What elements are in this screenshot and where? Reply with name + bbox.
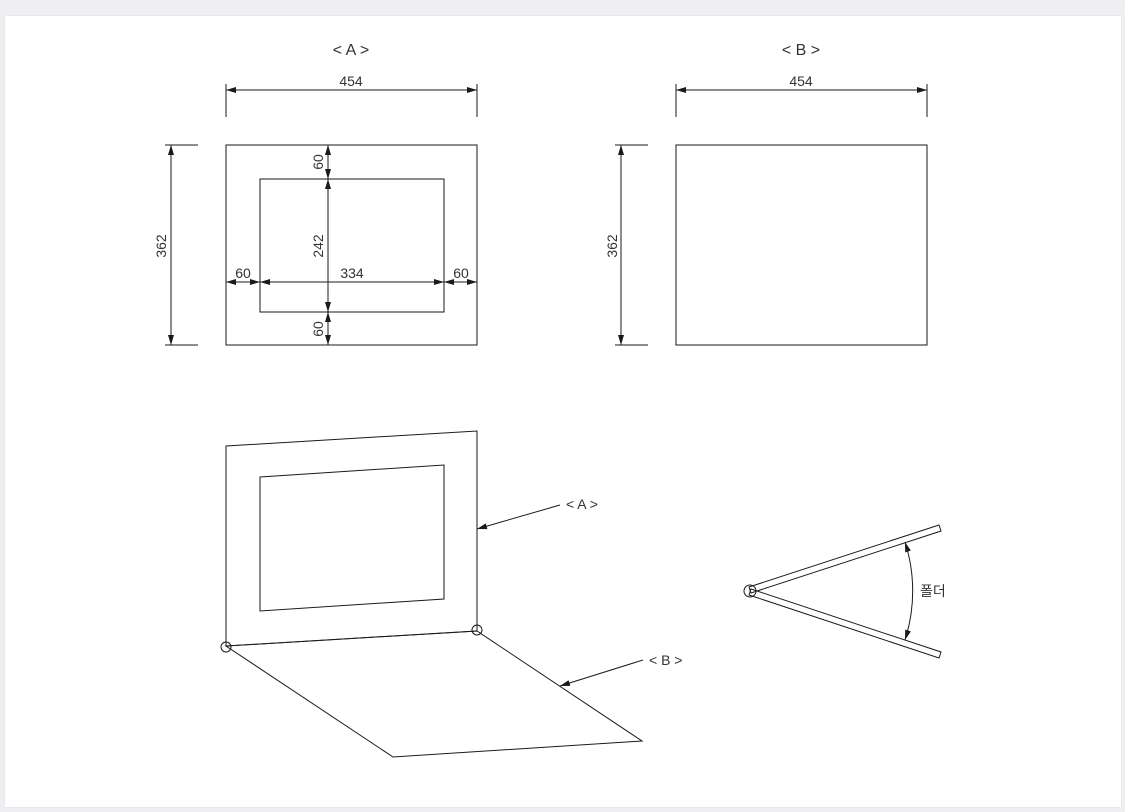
view-a-vertical-chain-dimension: 60 242 60 — [310, 145, 331, 345]
callout-b: < B > — [559, 652, 682, 687]
view-a-horizontal-chain-dimension: 60 334 60 — [226, 265, 477, 285]
view-b-width-dimension: 454 — [675, 73, 928, 117]
view-a-height-dimension: 362 — [153, 144, 198, 346]
callout-b-label: < B > — [649, 652, 682, 668]
isometric-assembly: < A > < B > — [220, 430, 682, 758]
view-a-title: < A > — [333, 42, 369, 59]
view-a-inner-opening — [259, 178, 445, 313]
view-a-top-margin-label: 60 — [310, 154, 326, 170]
iso-panel-a-opening — [259, 464, 445, 612]
view-a-right-margin-label: 60 — [453, 265, 469, 281]
fold-label: 폴더 — [920, 583, 946, 599]
view-a-bottom-margin-label: 60 — [310, 321, 326, 337]
hinge-left — [220, 641, 232, 653]
fold-angle-arc — [904, 541, 914, 641]
fold-pivot — [743, 584, 757, 598]
drawing-sheet — [5, 16, 1121, 807]
view-a-opening-width-label: 334 — [340, 265, 364, 281]
hinge-right — [471, 624, 483, 636]
view-a-left-margin-label: 60 — [235, 265, 251, 281]
callout-a-label: < A > — [566, 496, 598, 512]
view-a-opening-height-label: 242 — [310, 234, 326, 258]
view-a: < A > 454 362 60 242 60 — [153, 42, 478, 346]
view-b-panel — [675, 144, 928, 346]
view-b: < B > 454 362 — [604, 42, 928, 346]
fold-arm-lower — [748, 588, 942, 659]
view-b-title: < B > — [782, 42, 820, 59]
view-b-width-label: 454 — [789, 73, 813, 89]
iso-panel-a — [225, 430, 478, 647]
fold-angle-detail: 폴더 — [743, 524, 946, 659]
view-a-outer-frame — [225, 144, 478, 346]
view-a-width-label: 454 — [339, 73, 363, 89]
callout-a: < A > — [476, 496, 598, 530]
iso-panel-b — [224, 630, 644, 758]
view-a-width-dimension: 454 — [225, 73, 478, 117]
view-b-height-label: 362 — [604, 234, 620, 258]
view-b-height-dimension: 362 — [604, 144, 648, 346]
view-a-height-label: 362 — [153, 234, 169, 258]
